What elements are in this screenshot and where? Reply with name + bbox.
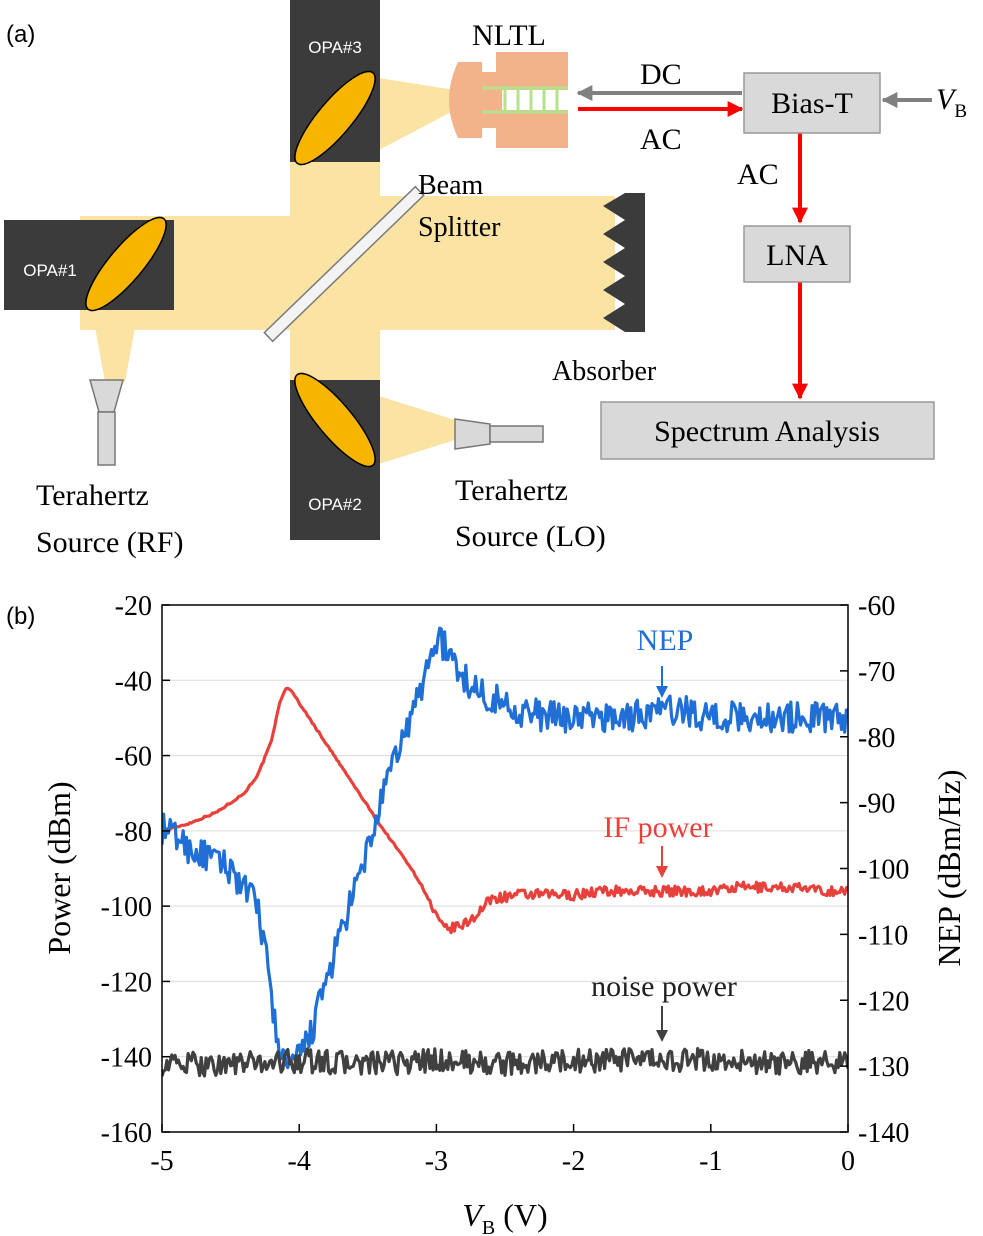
y-axis-left-label: Power (dBm) xyxy=(41,781,77,954)
source-lo-label-line1: Terahertz xyxy=(455,474,568,507)
opa1-mirror: OPA#1 xyxy=(4,216,174,312)
x-tick-label-3: -2 xyxy=(562,1146,585,1177)
y-right-tick-label-0: -60 xyxy=(858,591,895,622)
absorber: Absorber xyxy=(552,193,657,387)
absorber-label: Absorber xyxy=(552,356,657,387)
y-left-tick-label-7: -160 xyxy=(101,1118,152,1149)
dc-label: DC xyxy=(640,58,682,91)
signal-arrows: DC AC AC VB xyxy=(576,58,967,400)
spectrum-analysis-label: Spectrum Analysis xyxy=(654,415,880,448)
panel-b-label: (b) xyxy=(6,603,35,630)
opa2-label: OPA#2 xyxy=(308,495,362,514)
panel-a-diagram: (a) OPA#3 OPA#1 OPA#2 xyxy=(4,0,967,559)
y-left-tick-label-3: -80 xyxy=(115,817,152,848)
lna-label: LNA xyxy=(766,239,828,272)
y-left-tick-label-0: -20 xyxy=(115,591,152,622)
y-right-tick-label-7: -130 xyxy=(858,1052,909,1083)
x-tick-label-0: -5 xyxy=(150,1146,173,1177)
bias-t-box: Bias-T xyxy=(743,72,881,134)
y-left-tick-label-5: -120 xyxy=(101,967,152,998)
source-rf-label-line2: Source (RF) xyxy=(36,526,183,559)
x-tick-label-5: 0 xyxy=(841,1146,855,1177)
ac-side-label: AC xyxy=(737,158,779,191)
panel-b-chart: (b) -20-40-60-80-100-120-140-160-60-70-8… xyxy=(6,591,967,1236)
opa1-label: OPA#1 xyxy=(23,261,77,280)
grid-lines xyxy=(162,604,848,1133)
annotation-noise-power: noise power xyxy=(591,970,737,1042)
x-axis-label: VB (V) xyxy=(462,1197,547,1236)
y-right-tick-label-5: -110 xyxy=(858,920,908,951)
opa3-label: OPA#3 xyxy=(308,38,362,57)
series-group xyxy=(162,626,848,1078)
series-line-nep xyxy=(162,626,848,1070)
plot-frame xyxy=(161,604,849,1133)
y-right-tick-label-4: -100 xyxy=(858,855,909,886)
nltl-label: NLTL xyxy=(472,19,546,52)
lna-box: LNA xyxy=(743,225,851,283)
beam-splitter: Beam Splitter xyxy=(263,170,501,343)
terahertz-source-lo: Terahertz Source (LO) xyxy=(454,418,606,553)
x-tick-label-4: -1 xyxy=(699,1146,722,1177)
beam-splitter-label-line2: Splitter xyxy=(418,212,501,243)
annotation-noise-text: noise power xyxy=(591,970,737,1003)
series-line-noise-power xyxy=(162,1047,848,1078)
source-lo-label-line2: Source (LO) xyxy=(455,520,606,553)
terahertz-source-rf: Terahertz Source (RF) xyxy=(36,379,183,559)
annotation-if-text: IF power xyxy=(603,811,712,844)
y-left-tick-label-2: -60 xyxy=(115,742,152,773)
x-tick-label-2: -3 xyxy=(425,1146,448,1177)
annotation-nep: NEP xyxy=(637,624,694,698)
y-left-tick-label-1: -40 xyxy=(115,666,152,697)
ac-top-label: AC xyxy=(640,123,682,156)
opa2-mirror: OPA#2 xyxy=(290,372,380,540)
annotation-nep-text: NEP xyxy=(637,624,694,657)
source-rf-label-line1: Terahertz xyxy=(36,479,149,512)
y-left-tick-label-6: -140 xyxy=(101,1043,152,1074)
opa3-mirror: OPA#3 xyxy=(290,0,380,166)
y-right-tick-label-8: -140 xyxy=(858,1118,909,1149)
nltl-device: NLTL xyxy=(449,19,568,148)
y-axis-right-label: NEP (dBm/Hz) xyxy=(931,769,967,966)
axis-ticks: -20-40-60-80-100-120-140-160-60-70-80-90… xyxy=(101,591,910,1177)
bias-t-label: Bias-T xyxy=(771,87,853,120)
spectrum-analysis-box: Spectrum Analysis xyxy=(600,401,935,460)
y-right-tick-label-1: -70 xyxy=(858,657,895,688)
y-right-tick-label-3: -90 xyxy=(858,789,895,820)
series-line-if-power xyxy=(162,686,848,935)
y-left-tick-label-4: -100 xyxy=(101,892,152,923)
x-tick-label-1: -4 xyxy=(288,1146,311,1177)
annotation-if-power: IF power xyxy=(603,811,713,878)
panel-a-label: (a) xyxy=(6,21,35,48)
vb-label: VB xyxy=(936,83,967,122)
beam-splitter-label-line1: Beam xyxy=(418,170,484,201)
y-right-tick-label-2: -80 xyxy=(858,723,895,754)
y-right-tick-label-6: -120 xyxy=(858,986,909,1017)
